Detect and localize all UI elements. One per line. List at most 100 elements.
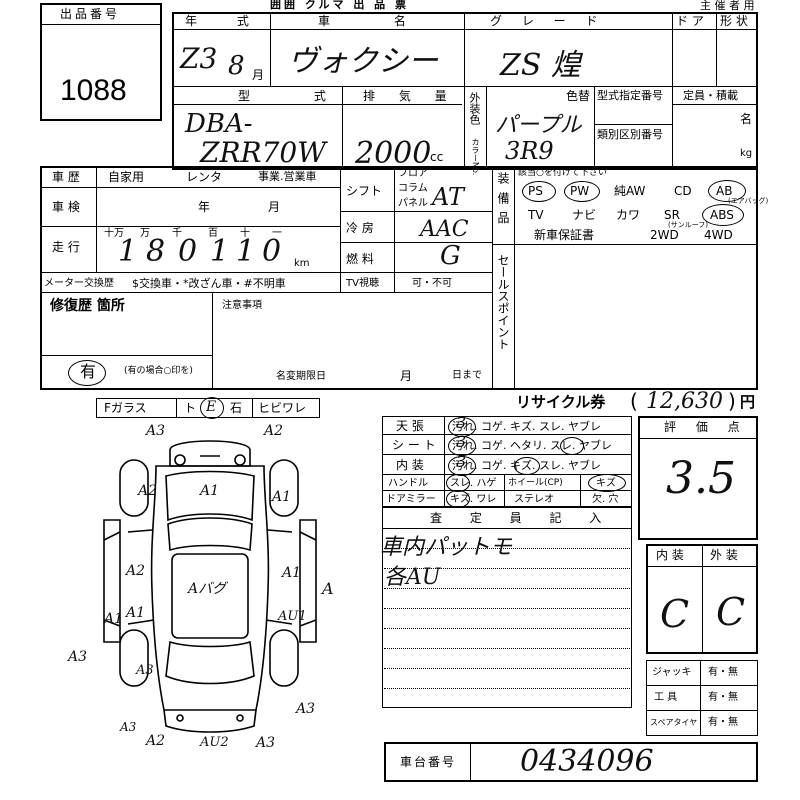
ac-value: AAC (420, 217, 469, 242)
ab-circle (708, 180, 746, 202)
history-label: 車 歴 (52, 170, 80, 184)
equipment-note: 該当○を付けて下さい (518, 168, 607, 178)
equip-2wd: 2WD (650, 228, 679, 242)
inspector-box (382, 506, 632, 708)
digit-label-1: 一 (272, 228, 282, 239)
glass-front-label: Fガラス (104, 401, 147, 415)
evaluation-score-value: 3.5 (666, 453, 736, 504)
inspector-comment-1: 車内パットモ (380, 535, 513, 560)
tv-options: 可・不可 (412, 278, 452, 289)
inspection-label: 車 検 (52, 200, 80, 214)
chassis-value: 0434096 (520, 744, 654, 779)
person-unit: 名 (740, 112, 753, 126)
meter-exchange-options: $交換車・*改ざん車・#不明車 (132, 277, 286, 290)
digit-label-1k: 千 (172, 228, 182, 239)
mileage-digit-6: 0 (262, 234, 282, 269)
mark-left-rear-door-a1: A1 (126, 605, 146, 621)
cc-unit: cc (430, 150, 444, 164)
mileage-digit-1: 1 (118, 234, 138, 269)
mark-rear-right-a3: A3 (256, 735, 276, 751)
mark-hood-a1: A1 (200, 483, 220, 499)
door-label: ド ア (676, 14, 704, 28)
mark-left-quarter-a3: A3 (136, 663, 154, 678)
grade-label: グ レ ー ド (490, 14, 606, 28)
km-unit: km (294, 258, 310, 269)
tools-options: 有・無 (708, 692, 738, 703)
seat-grade: 3 (456, 432, 467, 451)
car-name-label: 車 名 (318, 14, 436, 28)
mark-right-side-a: A (322, 579, 334, 598)
month-unit: 月 (252, 68, 265, 82)
mark-right-door-a1: A1 (282, 565, 302, 581)
month-value: 8 (228, 51, 245, 81)
accessory-box (646, 660, 758, 736)
interior-grade-value: C (660, 592, 690, 636)
repair-history-label: 修復歴 箇所 (50, 298, 125, 314)
jack-label: ジャッキ (652, 667, 692, 678)
color-no-value: 3R9 (505, 137, 554, 165)
mileage-digit-5: 1 (236, 234, 256, 269)
usage-private: 自家用 (108, 170, 145, 184)
recycle-paren-open: ( (630, 389, 638, 413)
abs-circle (702, 204, 744, 226)
interior-label: 内 装 (396, 458, 424, 472)
year-value: Z3 (180, 42, 218, 75)
wheel-label: ホイール(CP) (508, 478, 563, 488)
meter-exchange-label: メーター交換歴 (44, 278, 114, 289)
fuel-label: 燃 料 (346, 252, 374, 266)
tv-label: TV視聴 (346, 278, 379, 289)
interior-check-box (382, 416, 632, 508)
equip-cd: CD (674, 184, 692, 198)
digit-label-10k: 万 (140, 228, 150, 239)
color-change-label: 色替 (566, 89, 591, 103)
spare-tire-label: スペアタイヤ (650, 718, 698, 727)
mark-rear-left-a3: A3 (120, 720, 137, 734)
color-no-label: カラーNo. (471, 138, 480, 176)
inspector-label: 査 定 員 記 入 (430, 511, 614, 525)
digit-label-10: 十 (240, 228, 250, 239)
ac-label: 冷 房 (346, 221, 374, 235)
model-label: 型 式 (238, 89, 356, 103)
mark-left-step-a1: A1 (104, 611, 124, 627)
name-change-until: 日まで (452, 370, 482, 381)
ceiling-grade: 3 (456, 413, 467, 432)
glass-stone: 石 (230, 401, 243, 415)
lot-number: 1088 (60, 74, 127, 107)
ceiling-label: 天 張 (396, 419, 424, 433)
name-change-month: 月 (400, 369, 413, 383)
glass-crack: ヒビワレ (258, 401, 307, 415)
seat-options: 汚れ. コゲ. ヘタリ. スレ. ヤブレ (452, 439, 612, 452)
equip-sunroof: SR (664, 208, 680, 222)
digit-label-100k: 十万 (104, 228, 124, 239)
seat-dirt-circle (448, 436, 476, 456)
notes-label: 注意事項 (222, 300, 262, 311)
shift-column: コラム (398, 183, 428, 194)
seat-label: シ ー ト (392, 438, 436, 452)
organizer-label: 主 催 者 用 (700, 0, 755, 12)
mark-rear-bumper-au2: AU2 (200, 735, 229, 750)
ps-circle (522, 181, 556, 202)
displacement-label: 排 気 量 (363, 89, 457, 103)
pw-circle (564, 181, 600, 202)
equip-leather: カワ (616, 208, 641, 222)
usage-rental: レンタ (186, 170, 223, 184)
glass-to: ト (184, 401, 197, 415)
handle-options: スレ. ハゲ (450, 478, 497, 489)
interior-grade-label: 内 装 (656, 548, 684, 562)
evaluation-score-box (638, 416, 758, 540)
mirror-label: ドアミラー (386, 494, 436, 505)
capacity-label: 定員・積載 (683, 89, 738, 102)
exterior-color-label: 外装色 (468, 92, 481, 125)
wheel-scratch-circle (588, 474, 626, 492)
mark-front-right-a2: A2 (264, 423, 284, 439)
fuel-value: G (440, 241, 461, 271)
equipment-label: 装 備 品 (496, 172, 510, 226)
inspector-comment-2: 各AU (384, 565, 441, 590)
stereo-label: ステレオ (514, 494, 554, 505)
interior-grade: 3 (456, 452, 467, 471)
mark-left-fender-a2: A2 (138, 483, 158, 499)
recycle-unit: 円 (740, 393, 756, 411)
shape-label: 形 状 (720, 14, 748, 28)
name-change-label: 名変期限日 (276, 371, 326, 382)
recycle-value: 12,630 (646, 389, 723, 414)
